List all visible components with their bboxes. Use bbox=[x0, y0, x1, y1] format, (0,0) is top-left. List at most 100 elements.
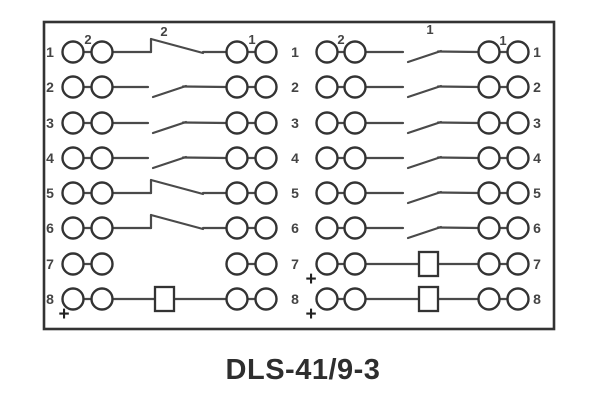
terminal-circle bbox=[90, 181, 114, 205]
terminal-circle bbox=[315, 111, 339, 135]
terminal-number-middle: 2 bbox=[291, 79, 299, 95]
terminal-circle bbox=[254, 287, 278, 311]
terminal-circle bbox=[343, 252, 367, 276]
terminal-circle bbox=[477, 40, 501, 64]
terminal-number-middle: 7 bbox=[291, 256, 299, 272]
terminal-circle bbox=[61, 75, 85, 99]
terminal-circle bbox=[315, 216, 339, 240]
terminal-number-left: 8 bbox=[46, 291, 54, 307]
contact-label: 1 bbox=[426, 22, 433, 37]
terminal-circle bbox=[225, 181, 249, 205]
terminal-circle bbox=[254, 181, 278, 205]
terminal-circle bbox=[225, 287, 249, 311]
terminal-circle bbox=[225, 40, 249, 64]
terminal-circle bbox=[90, 287, 114, 311]
resistor-box bbox=[417, 250, 440, 278]
contact-label: 2 bbox=[160, 24, 167, 39]
terminal-circle bbox=[225, 146, 249, 170]
terminal-number-middle: 1 bbox=[291, 44, 299, 60]
terminal-circle bbox=[90, 111, 114, 135]
switch-blade bbox=[406, 190, 443, 205]
terminal-circle bbox=[506, 146, 530, 170]
switch-blade bbox=[406, 120, 443, 135]
terminal-circle bbox=[61, 216, 85, 240]
wire-right bbox=[436, 121, 480, 125]
terminal-circle bbox=[343, 75, 367, 99]
switch-blade bbox=[151, 84, 188, 99]
terminal-circle bbox=[477, 75, 501, 99]
terminal-circle bbox=[477, 181, 501, 205]
terminal-circle bbox=[343, 146, 367, 170]
terminal-circle bbox=[90, 252, 114, 276]
terminal-circle bbox=[343, 287, 367, 311]
wire-right bbox=[436, 156, 480, 160]
terminal-circle bbox=[506, 287, 530, 311]
contact-label: 1 bbox=[499, 33, 506, 48]
terminal-number-middle: 5 bbox=[291, 185, 299, 201]
terminal-circle bbox=[506, 216, 530, 240]
terminal-circle bbox=[343, 181, 367, 205]
switch-blade bbox=[149, 37, 205, 55]
terminal-circle bbox=[506, 252, 530, 276]
terminal-number-right: 8 bbox=[533, 291, 541, 307]
polarity-plus-mark: + bbox=[305, 269, 316, 290]
terminal-circle bbox=[315, 287, 339, 311]
terminal-circle bbox=[315, 146, 339, 170]
terminal-number-left: 3 bbox=[46, 115, 54, 131]
terminal-circle bbox=[254, 146, 278, 170]
terminal-circle bbox=[254, 40, 278, 64]
terminal-circle bbox=[225, 111, 249, 135]
terminal-number-left: 7 bbox=[46, 256, 54, 272]
polarity-plus-mark: + bbox=[58, 304, 69, 325]
switch-blade bbox=[406, 225, 443, 240]
terminal-circle bbox=[90, 40, 114, 64]
terminal-circle bbox=[225, 252, 249, 276]
wire-right bbox=[436, 50, 480, 54]
wire-right bbox=[181, 156, 228, 160]
terminal-number-middle: 8 bbox=[291, 291, 299, 307]
terminal-circle bbox=[506, 181, 530, 205]
terminal-circle bbox=[90, 75, 114, 99]
contact-label: 2 bbox=[84, 32, 91, 47]
terminal-circle bbox=[506, 75, 530, 99]
terminal-circle bbox=[315, 252, 339, 276]
terminal-number-left: 2 bbox=[46, 79, 54, 95]
switch-blade bbox=[151, 120, 188, 135]
terminal-number-middle: 4 bbox=[291, 150, 299, 166]
wire-right bbox=[181, 121, 228, 125]
terminal-number-left: 5 bbox=[46, 185, 54, 201]
terminal-number-right: 4 bbox=[533, 150, 541, 166]
terminal-circle bbox=[343, 111, 367, 135]
terminal-circle bbox=[477, 216, 501, 240]
terminal-circle bbox=[61, 252, 85, 276]
terminal-circle bbox=[315, 40, 339, 64]
terminal-number-middle: 3 bbox=[291, 115, 299, 131]
terminal-circle bbox=[477, 146, 501, 170]
resistor-box bbox=[417, 285, 440, 313]
terminal-circle bbox=[254, 75, 278, 99]
terminal-number-left: 6 bbox=[46, 220, 54, 236]
terminal-circle bbox=[254, 111, 278, 135]
switch-blade bbox=[149, 213, 205, 231]
terminal-circle bbox=[315, 75, 339, 99]
terminal-circle bbox=[61, 287, 85, 311]
resistor-box bbox=[153, 285, 176, 313]
terminal-number-right: 2 bbox=[533, 79, 541, 95]
terminal-circle bbox=[61, 111, 85, 135]
model-label: DLS-41/9-3 bbox=[226, 354, 381, 386]
terminal-circle bbox=[61, 40, 85, 64]
terminal-number-right: 6 bbox=[533, 220, 541, 236]
terminal-number-right: 7 bbox=[533, 256, 541, 272]
switch-blade bbox=[151, 155, 188, 170]
terminal-circle bbox=[477, 111, 501, 135]
polarity-plus-mark: + bbox=[305, 304, 316, 325]
wire-right bbox=[181, 85, 228, 89]
terminal-number-left: 1 bbox=[46, 44, 54, 60]
wire-right bbox=[436, 191, 480, 195]
switch-blade bbox=[406, 155, 443, 170]
terminal-number-right: 1 bbox=[533, 44, 541, 60]
terminal-circle bbox=[61, 181, 85, 205]
terminal-number-left: 4 bbox=[46, 150, 54, 166]
